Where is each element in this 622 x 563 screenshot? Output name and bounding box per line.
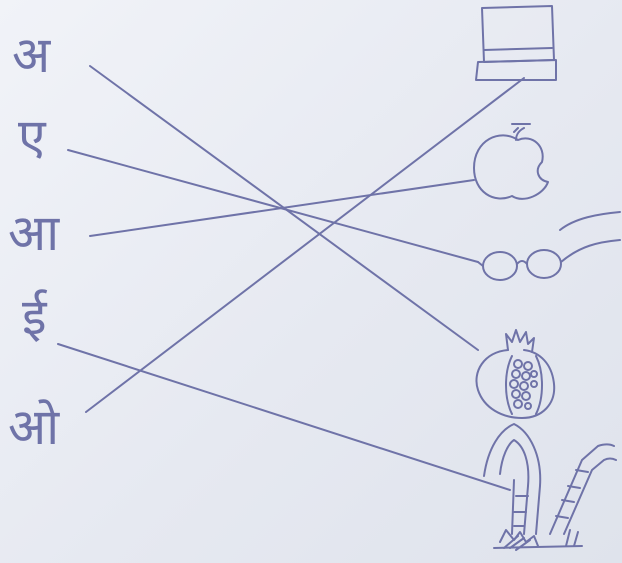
match-line-o-laptop: [86, 78, 524, 412]
laptop-icon: [476, 6, 556, 80]
match-line-e-spectacles: [68, 150, 478, 262]
match-line-i-sugarcane: [58, 344, 510, 490]
apple-icon: [474, 124, 548, 199]
spectacles-icon: [478, 212, 620, 280]
match-line-aa-apple: [90, 180, 474, 236]
pomegranate-icon: [476, 330, 554, 418]
